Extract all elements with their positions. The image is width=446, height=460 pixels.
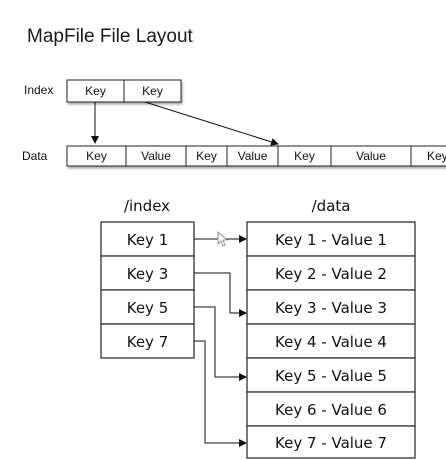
data-strip-label: Data	[22, 149, 48, 163]
index-table-cell: Key 3	[127, 265, 169, 283]
data-table-cell: Key 3 - Value 3	[275, 299, 387, 317]
index-strip-cell: Key	[142, 84, 163, 98]
index-strip-cell: Key	[85, 84, 106, 98]
data-table-cell-box	[246, 289, 416, 325]
data-table-cell-box	[246, 357, 416, 393]
data-strip-cell: Key	[294, 149, 315, 163]
index-table-cell: Key 7	[127, 333, 169, 351]
data-strip	[66, 145, 446, 167]
index-to-data-arrow	[194, 340, 247, 447]
data-table: Key 1 - Value 1 Key 2 - Value 2 Key 3 - …	[246, 221, 416, 459]
data-table-cell-box	[246, 255, 416, 291]
data-table-cell-box	[246, 391, 416, 427]
index-strip-cell-box	[123, 79, 182, 103]
index-table-title: /index	[124, 197, 170, 215]
diagram-title: MapFile File Layout	[27, 26, 194, 47]
data-strip-cell: Key	[427, 149, 446, 163]
index-strip	[66, 79, 182, 103]
index-table-cell: Key 1	[127, 231, 169, 249]
data-table-cell-box	[246, 323, 416, 359]
index-table-cell: Key 5	[127, 299, 169, 317]
index-table-cell-box	[100, 323, 195, 359]
index-table-cell-box	[100, 221, 195, 257]
data-table-cell-box	[246, 221, 416, 257]
data-table-cell: Key 1 - Value 1	[275, 231, 387, 249]
index-to-data-arrow	[194, 306, 247, 381]
data-strip-cell: Value	[356, 149, 386, 163]
data-strip-cell: Value	[238, 149, 268, 163]
data-strip-cell: Key	[86, 149, 107, 163]
index-strip-label: Index	[24, 83, 53, 97]
index-table-cell-box	[100, 255, 195, 291]
index-table-cell-box	[100, 289, 195, 325]
data-table-cell: Key 6 - Value 6	[275, 401, 387, 419]
data-strip-cell: Key	[196, 149, 217, 163]
data-table-cell: Key 7 - Value 7	[275, 434, 387, 452]
index-to-data-arrow	[194, 272, 247, 317]
data-strip-cell-box	[410, 145, 446, 167]
data-table-title: /data	[312, 197, 351, 215]
mouse-pointer-icon	[217, 231, 229, 247]
data-table-cell: Key 5 - Value 5	[275, 367, 387, 385]
index-table: Key 1 Key 3 Key 5 Key 7	[100, 221, 195, 359]
index-pointer-arrow	[144, 101, 279, 146]
data-table-cell-box	[246, 425, 416, 459]
data-table-cell: Key 4 - Value 4	[275, 333, 387, 351]
data-strip-cell: Value	[141, 149, 171, 163]
data-table-cell: Key 2 - Value 2	[275, 265, 387, 283]
